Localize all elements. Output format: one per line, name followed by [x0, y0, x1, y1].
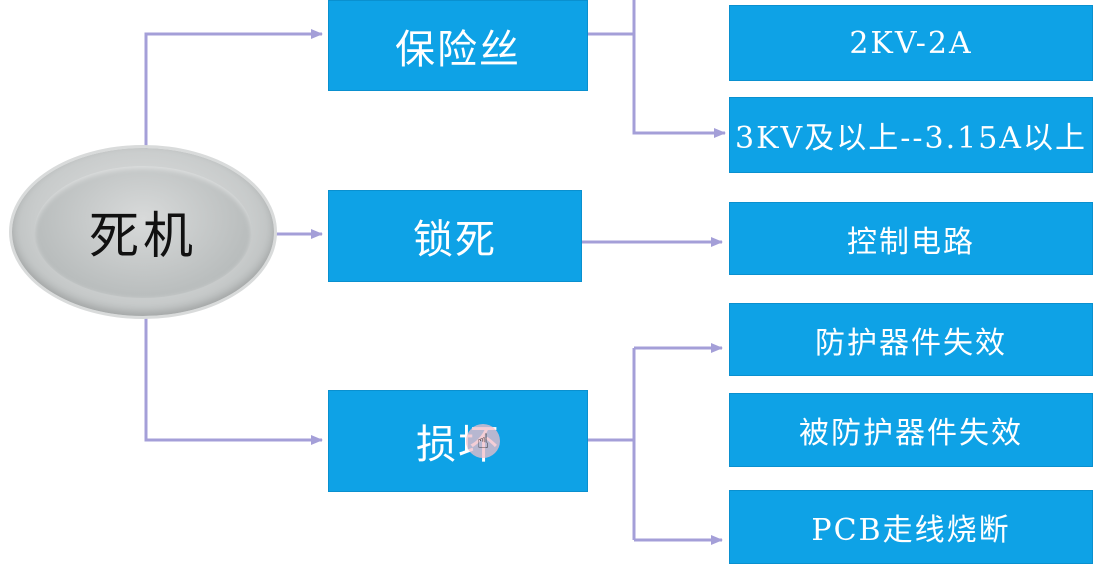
connector-fuse-to-leaves [588, 0, 636, 36]
branch-lockup: 锁死 [328, 190, 582, 282]
branch-fuse: 保险丝 [328, 0, 588, 91]
leaf-protected-device-failure: 被防护器件失效 [729, 393, 1093, 467]
leaf-pcb-trace-burnt: PCB走线烧断 [729, 490, 1093, 564]
connector-root-to-fuse [144, 29, 323, 150]
leaf-protection-device-failure-label: 防护器件失效 [815, 325, 1007, 361]
leaf-control-circuit: 控制电路 [729, 202, 1093, 275]
leaf-2kv-2a: 2KV-2A [729, 5, 1093, 81]
branch-damage: 损坏 [328, 390, 588, 492]
branch-fuse-label: 保险丝 [395, 26, 521, 73]
root-node-inner: 死机 [34, 166, 252, 298]
leaf-3kv: 3KV及以上--3.15A以上 [729, 97, 1093, 173]
leaf-protection-device-failure: 防护器件失效 [729, 303, 1093, 376]
leaf-protected-device-failure-label: 被防护器件失效 [799, 416, 1023, 451]
branch-lockup-label: 锁死 [413, 217, 497, 263]
hand-pointer-icon: ☝ [466, 424, 500, 458]
root-node: 死机 [12, 148, 274, 316]
leaf-2kv-2a-label: 2KV-2A [849, 25, 973, 61]
leaf-control-circuit-label: 控制电路 [847, 224, 975, 260]
leaf-pcb-trace-burnt-label: PCB走线烧断 [811, 513, 1011, 548]
root-label: 死机 [89, 207, 197, 265]
connector-root-to-damage [144, 316, 323, 445]
connector-fuse-to-3kv [632, 34, 726, 138]
leaf-3kv-label: 3KV及以上--3.15A以上 [735, 121, 1087, 156]
